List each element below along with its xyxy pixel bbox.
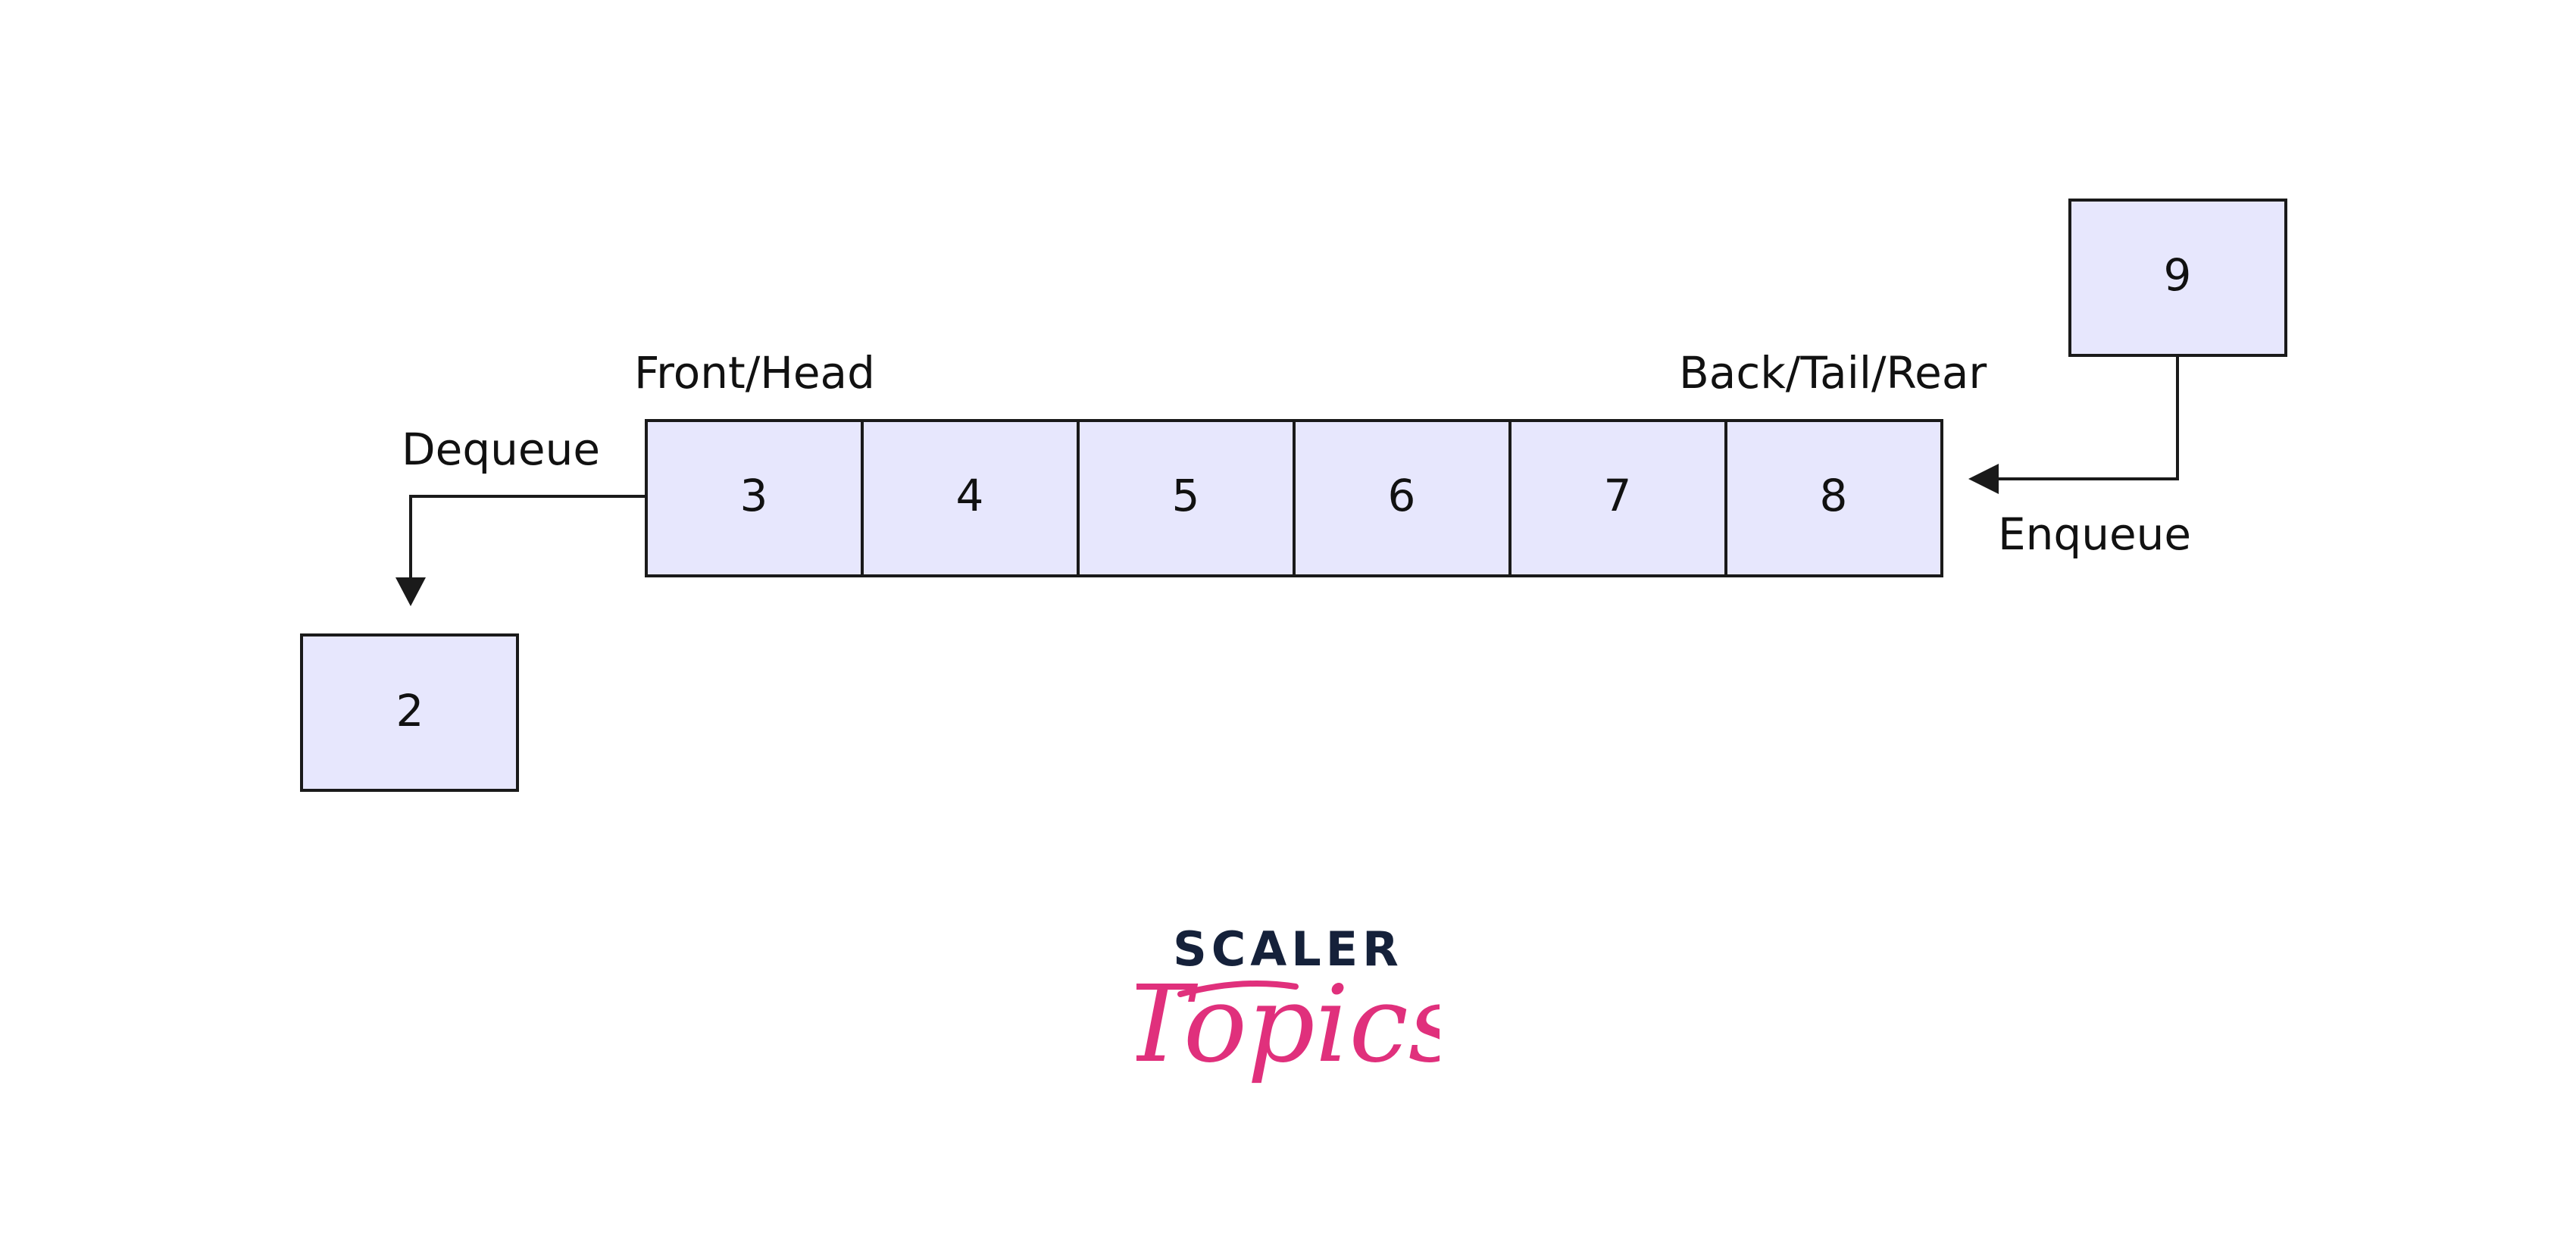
queue-cell-value: 7 <box>1604 470 1632 521</box>
enqueue-arrowhead <box>1968 464 1999 494</box>
queue-cell-box <box>1508 419 1727 577</box>
front-label: Front/Head <box>634 347 875 399</box>
incoming-element: 9 <box>2068 199 2287 357</box>
dequeue-arrowhead <box>395 577 426 606</box>
logo-wordmark: SCALER <box>1173 921 1403 977</box>
queue-cell: 7 <box>1508 419 1727 577</box>
queue-cell-box <box>861 419 1080 577</box>
queue-cell-value: 8 <box>1820 470 1848 521</box>
dequeued-element-box <box>300 633 519 792</box>
back-label: Back/Tail/Rear <box>1679 347 1987 399</box>
queue-cell: 6 <box>1293 419 1512 577</box>
queue-cell-value: 5 <box>1172 470 1200 521</box>
dequeued-element: 2 <box>300 633 519 792</box>
queue-cell-box <box>1293 419 1512 577</box>
queue-cell-box <box>1724 419 1943 577</box>
dequeued-element-value: 2 <box>396 685 424 737</box>
logo-swash <box>1177 980 1299 997</box>
scaler-topics-logo: SCALER Topics <box>1136 921 1440 1087</box>
dequeue-connector <box>409 495 646 582</box>
queue-cell-value: 6 <box>1388 470 1416 521</box>
queue-cell-box <box>645 419 864 577</box>
queue-cell: 5 <box>1077 419 1296 577</box>
queue-cell: 8 <box>1724 419 1943 577</box>
incoming-element-box <box>2068 199 2287 357</box>
logo-script: Topics <box>1136 963 1440 1087</box>
enqueue-label: Enqueue <box>1998 508 2191 560</box>
queue-cell: 4 <box>861 419 1080 577</box>
queue-cell-value: 3 <box>740 470 768 521</box>
incoming-element-value: 9 <box>2164 249 2192 301</box>
queue-cell-value: 4 <box>956 470 984 521</box>
queue-cell: 3 <box>645 419 864 577</box>
dequeue-label: Dequeue <box>402 424 600 475</box>
enqueue-connector <box>1994 355 2179 480</box>
